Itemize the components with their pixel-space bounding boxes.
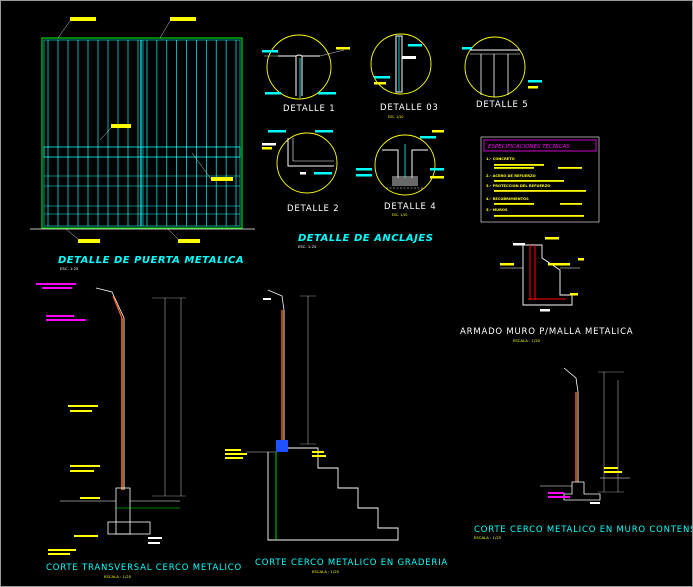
cross-section-scale: ESCALA : 1/25 [104, 574, 132, 579]
specs-item-3: 3.- PROTECCION DEL REFUERZO [486, 184, 550, 188]
detail-2-title: DETALLE 2 [287, 204, 339, 214]
detail-4-title: DETALLE 4 [384, 202, 436, 212]
retaining-wall-section-title: CORTE CERCO METALICO EN MURO CONTENSION [474, 525, 693, 535]
wall-reinforcement-detail: ARMADO MURO P/MALLA METALICA ESCALA : 1/… [460, 237, 633, 343]
retaining-wall-section-scale: ESCALA : 1/25 [474, 535, 502, 540]
anchors-title: DETALLE DE ANCLAJES [298, 233, 433, 244]
door-detail-scale: ESC. 1:25 [60, 266, 79, 271]
specifications-box: ESPECIFICACIONES TECNICAS 1.- CONCRETO 2… [480, 136, 600, 223]
specs-item-5: 5.- MUROS [486, 208, 508, 212]
bleacher-section-fence: CORTE CERCO METALICO EN GRADERIA ESCALA … [225, 289, 448, 574]
detail-03-title: DETALLE 03 [380, 103, 439, 113]
specs-item-1: 1.- CONCRETO [486, 157, 515, 161]
door-vertical-bars [47, 40, 237, 226]
specs-item-4: 4.- RECUBRIMIENTOS [486, 197, 529, 201]
detail-2: DETALLE 2 [262, 130, 339, 214]
door-detail-title: DETALLE DE PUERTA METALICA [58, 255, 244, 266]
metal-door-elevation: DETALLE DE PUERTA METALICA ESC. 1:25 [30, 17, 255, 271]
cross-section-fence: CORTE TRANSVERSAL CERCO METALICO ESCALA … [36, 283, 242, 579]
detail-03: DETALLE 03 ESC. 1/10 [370, 33, 439, 119]
retaining-wall-section-fence: CORTE CERCO METALICO EN MURO CONTENSION … [474, 367, 693, 540]
anchors-scale: ESC. 1:25 [298, 244, 317, 249]
wall-detail-scale: ESCALA : 1/20 [513, 338, 541, 343]
specs-item-2: 2.- ACERO DE REFUERZO [486, 174, 536, 178]
detail-5: DETALLE 5 [462, 36, 542, 110]
detail-4: DETALLE 4 ESC. 1/10 [356, 130, 444, 217]
bleacher-section-scale: ESCALA : 1/25 [312, 569, 340, 574]
specs-title: ESPECIFICACIONES TECNICAS [488, 144, 570, 150]
detail-5-title: DETALLE 5 [476, 100, 528, 110]
detail-03-scale: ESC. 1/10 [388, 115, 403, 119]
bleacher-section-title: CORTE CERCO METALICO EN GRADERIA [255, 558, 448, 568]
detail-1: DETALLE 1 [262, 34, 350, 114]
detail-1-title: DETALLE 1 [283, 104, 335, 114]
detail-4-scale: ESC. 1/10 [392, 213, 407, 217]
cross-section-title: CORTE TRANSVERSAL CERCO METALICO [46, 563, 242, 573]
wall-detail-title: ARMADO MURO P/MALLA METALICA [460, 327, 633, 337]
